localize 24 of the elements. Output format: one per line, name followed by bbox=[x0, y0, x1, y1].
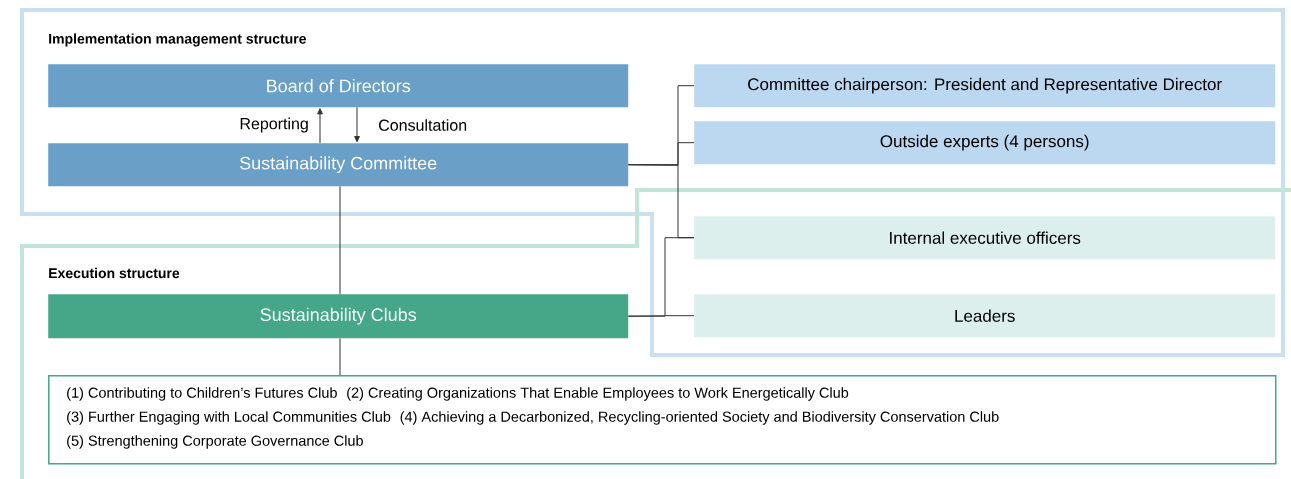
process-box: Sustainability Clubs bbox=[48, 294, 629, 339]
arrow bbox=[354, 106, 360, 143]
process-box: Internal executive officers bbox=[694, 216, 1276, 260]
edge-label: Consultation bbox=[379, 119, 467, 131]
club-list-box bbox=[48, 375, 1277, 465]
region-outline bbox=[20, 188, 1291, 479]
heading: Execution structure bbox=[49, 267, 180, 279]
club-item: (3) Further Engaging with Local Communities Club bbox=[67, 411, 391, 425]
connector-line bbox=[627, 315, 695, 317]
club-item: (2) Creating Organizations That Enable Employees to Work Energetically Club bbox=[347, 387, 849, 401]
edge-label: Reporting bbox=[240, 117, 308, 133]
connector-line bbox=[339, 337, 341, 376]
process-box: Committee chairperson: President and Representative Director bbox=[694, 64, 1276, 108]
connector-line bbox=[339, 185, 341, 295]
process-box: Leaders bbox=[694, 294, 1276, 338]
club-item: (5) Strengthening Corporate Governance Club bbox=[67, 435, 363, 449]
process-box: Outside experts (4 persons) bbox=[694, 121, 1276, 165]
process-box: Board of Directors bbox=[48, 64, 629, 108]
club-item: (4) Achieving a Decarbonized, Recycling-oriented Society and Biodiversity Conservation Club bbox=[400, 411, 999, 425]
arrow bbox=[317, 108, 323, 144]
heading: Implementation management structure bbox=[49, 33, 306, 47]
region-outline bbox=[20, 8, 1285, 357]
process-box: Sustainability Committee bbox=[48, 143, 629, 187]
club-item: (1) Contributing to Children’s Futures Club bbox=[67, 387, 337, 401]
